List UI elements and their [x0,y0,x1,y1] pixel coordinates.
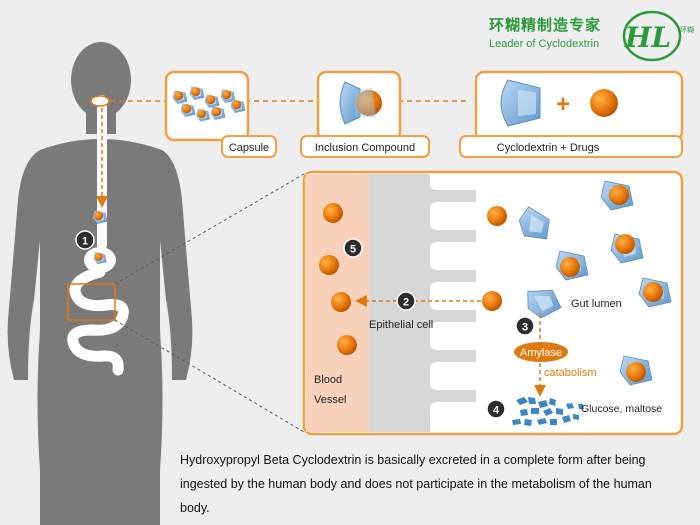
gut-lumen-label: Gut lumen [571,298,622,310]
svg-text:5: 5 [350,244,356,256]
svg-text:1: 1 [82,236,88,248]
brand-name: 环糊精制造专家 [489,17,602,34]
blood-label-line1: Blood [314,374,342,386]
blood-label-line2: Vessel [314,394,346,406]
svg-text:4: 4 [493,405,500,417]
inclusion-compound-label: Inclusion Compound [315,142,415,154]
cyclodextrin-drugs-label: Cyclodextrin + Drugs [497,142,600,154]
step-5-badge: 5 [343,238,363,258]
zoom-line-bottom [114,319,305,433]
step-2-badge: 2 [396,291,416,311]
intestine-zoom-box [67,283,116,321]
logo-side-text: 环糊 [680,25,694,34]
amylase-badge: Amylase [514,342,568,362]
capsule-panel: Capsule [164,70,277,158]
svg-text:Amylase: Amylase [520,347,562,359]
step-1-badge: 1 [75,230,95,250]
glucose-fragments [512,397,584,426]
svg-text:2: 2 [403,297,409,309]
epithelium-region [369,174,476,432]
brand-tagline: Leader of Cyclodextrin [489,38,600,50]
free-drug-2 [482,291,502,311]
mouth-entry-marker [90,95,110,107]
step-4-badge: 4 [486,399,506,419]
svg-text:3: 3 [522,322,528,334]
plus-sign: + [556,91,570,118]
step-3-badge: 3 [515,316,535,336]
glucose-maltose-label: Glucose, maltose [581,403,662,415]
zoom-line-top [114,173,305,285]
company-logo: HL 环糊 [622,10,694,62]
catabolism-label: catabolism [544,367,597,379]
capsule-label: Capsule [229,142,269,154]
free-drug-1 [487,206,507,226]
caption-text: Hydroxypropyl Beta Cyclodextrin is basic… [180,453,652,515]
epithelial-cell-label: Epithelial cell [369,319,433,331]
inclusion-compound-panel: Inclusion Compound [300,70,430,158]
logo-letters: HL [624,21,671,54]
drug-molecule [590,89,618,117]
cyclodextrin-drugs-panel: + Cyclodextrin + Drugs [459,70,684,158]
